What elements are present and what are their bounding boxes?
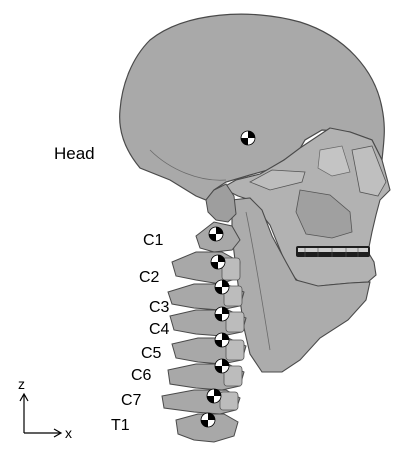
label-c6: C6 — [131, 368, 151, 384]
label-c2: C2 — [139, 270, 159, 286]
cg-marker-icon-t1 — [201, 413, 215, 427]
cg-marker-icon-c6 — [215, 359, 229, 373]
cg-marker-icon-head — [241, 131, 255, 145]
teeth — [296, 246, 370, 257]
label-c3: C3 — [149, 300, 169, 316]
cg-marker-icon-c2 — [211, 255, 225, 269]
label-head: Head — [54, 145, 95, 162]
label-c7: C7 — [121, 393, 141, 409]
cg-marker-icon-c5 — [215, 333, 229, 347]
cg-marker-icon-c1 — [209, 227, 223, 241]
label-c4: C4 — [149, 322, 169, 338]
axes-indicator — [20, 394, 61, 437]
cg-marker-icon-c7 — [207, 389, 221, 403]
cg-marker-icon-c3 — [215, 280, 229, 294]
axis-label-z: z — [18, 377, 25, 391]
label-c1: C1 — [143, 233, 163, 249]
label-c5: C5 — [141, 346, 161, 362]
cg-marker-icon-c4 — [215, 307, 229, 321]
axis-label-x: x — [65, 426, 72, 440]
label-t1: T1 — [111, 418, 130, 434]
